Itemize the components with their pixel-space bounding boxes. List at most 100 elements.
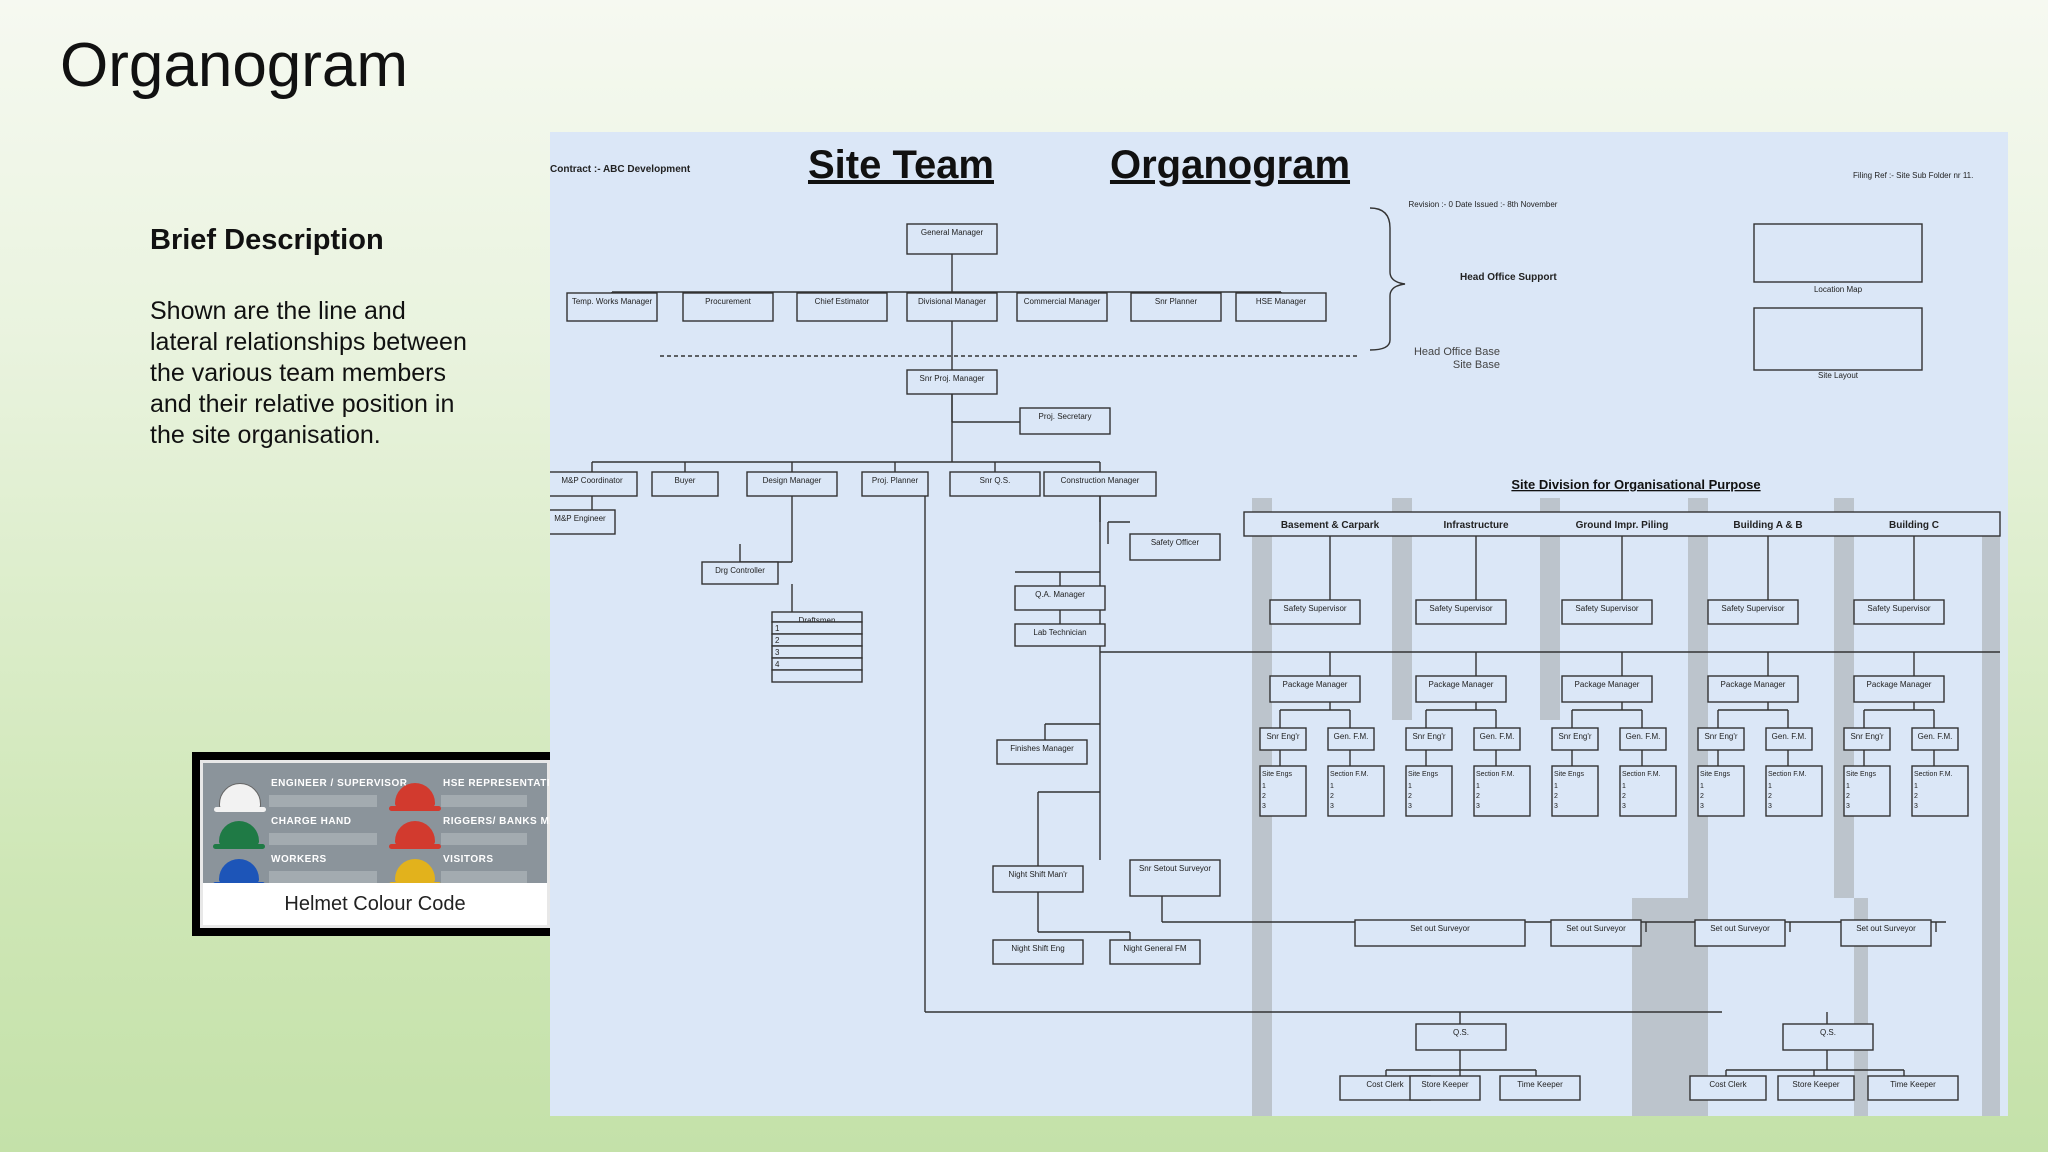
qa-manager-label: Q.A. Manager [1035, 590, 1085, 599]
gen-fm-label: Gen. F.M. [1918, 732, 1953, 741]
role-construction-manager-box [1043, 471, 1157, 497]
helmet-label-riggers: RIGGERS/ BANKS MAN [443, 816, 565, 827]
site-base-label: Site Base [1453, 359, 1500, 371]
gen-fm-box [1473, 727, 1521, 751]
division-stripe [1854, 898, 1868, 1116]
role-chief-estimator-box [796, 292, 888, 322]
sub-row-number: 2 [1262, 793, 1266, 800]
finishes-manager-label: Finishes Manager [1010, 744, 1074, 753]
role-procurement-box [682, 292, 774, 322]
section-fm-box [1327, 765, 1385, 817]
org-title-part1: Site Team [808, 143, 994, 187]
helmet-colour-code-image: ENGINEER / SUPERVISOR HSE REPRESENTATIVE… [192, 752, 564, 936]
contract-label: Contract :- ABC Development [550, 164, 691, 175]
store-keeper-box [1409, 1075, 1481, 1101]
gen-fm-label: Gen. F.M. [1334, 732, 1369, 741]
draftsmen-row [771, 669, 863, 683]
role-m-p-coordinator-label: M&P Coordinator [561, 476, 623, 485]
sub-row-number: 1 [1476, 783, 1480, 790]
gen-fm-label: Gen. F.M. [1772, 732, 1807, 741]
safety-supervisor-label: Safety Supervisor [1721, 604, 1784, 613]
sub-row-number: 1 [1700, 783, 1704, 790]
snr-engr-box [1259, 727, 1307, 751]
gen-fm-box [1911, 727, 1959, 751]
sub-row-number: 2 [1700, 793, 1704, 800]
sub-row-number: 3 [1554, 803, 1558, 810]
sub-row-number: 1 [1914, 783, 1918, 790]
qs-box [1415, 1023, 1507, 1051]
setout-surveyor-box [1840, 919, 1932, 947]
role-m-p-coordinator-box [550, 471, 638, 497]
package-manager-box [1853, 675, 1945, 703]
description-text: Shown are the line and lateral relations… [150, 297, 467, 449]
store-keeper-box [1777, 1075, 1855, 1101]
sub-row-number: 2 [1914, 793, 1918, 800]
snr-proj-manager-box [906, 369, 998, 395]
legend-bar [441, 871, 527, 883]
division-stripe [1540, 498, 1560, 720]
site-engs-box [1843, 765, 1891, 817]
time-keeper-label: Time Keeper [1517, 1080, 1563, 1089]
night-general-fm-box [1109, 939, 1201, 965]
site-engs-box [1697, 765, 1745, 817]
gen-fm-label: Gen. F.M. [1626, 732, 1661, 741]
drg-controller-label: Drg Controller [715, 566, 765, 575]
legend-bar [441, 795, 527, 807]
blue-helmet-icon [213, 859, 265, 887]
finishes-manager-box [996, 739, 1088, 765]
location-map-box [1753, 223, 1923, 283]
role-proj-planner-box [861, 471, 929, 497]
qs-label: Q.S. [1453, 1028, 1469, 1037]
snr-engr-box [1551, 727, 1599, 751]
role-hse-manager-label: HSE Manager [1256, 297, 1307, 306]
helmet-label-engineer: ENGINEER / SUPERVISOR [271, 778, 408, 789]
site-engs-box [1551, 765, 1599, 817]
division-basement-carpark: Basement & Carpark [1281, 520, 1380, 531]
revision-label: Revision :- 0 Date Issued :- 8th Novembe… [1409, 200, 1558, 209]
helmet-label-workers: WORKERS [271, 854, 327, 865]
legend-bar [269, 833, 377, 845]
draftsmen-row-number: 4 [775, 660, 780, 669]
site-engs-label: Site Engs [1554, 771, 1584, 778]
sub-row-number: 3 [1914, 803, 1918, 810]
package-manager-label: Package Manager [1721, 680, 1786, 689]
site-division-title: Site Division for Organisational Purpose [1511, 477, 1760, 492]
section-fm-label: Section F.M. [1330, 771, 1369, 778]
legend-bar [269, 871, 377, 883]
snr-engr-box [1697, 727, 1745, 751]
store-keeper-label: Store Keeper [1792, 1080, 1839, 1089]
time-keeper-box [1867, 1075, 1959, 1101]
head-office-support-label: Head Office Support [1460, 272, 1557, 283]
sub-row-number: 1 [1330, 783, 1334, 790]
snr-engr-label: Snr Eng'r [1704, 732, 1737, 741]
role-chief-estimator-label: Chief Estimator [815, 297, 870, 306]
role-snr-planner-label: Snr Planner [1155, 297, 1198, 306]
package-manager-label: Package Manager [1867, 680, 1932, 689]
safety-supervisor-box [1561, 599, 1653, 625]
safety-supervisor-box [1269, 599, 1361, 625]
setout-surveyor-label: Set out Surveyor [1566, 924, 1626, 933]
proj-secretary-label: Proj. Secretary [1039, 412, 1092, 421]
draftsmen-row-number: 2 [775, 636, 780, 645]
role-buyer-box [651, 471, 719, 497]
night-shift-manager-label: Night Shift Man'r [1009, 870, 1068, 879]
setout-surveyor-label: Set out Surveyor [1856, 924, 1916, 933]
snr-engr-box [1843, 727, 1891, 751]
sub-row-number: 3 [1330, 803, 1334, 810]
snr-setout-surveyor-box [1129, 859, 1221, 897]
snr-engr-label: Snr Eng'r [1266, 732, 1299, 741]
setout-surveyor-box [1694, 919, 1786, 947]
site-engs-box [1259, 765, 1307, 817]
cost-clerk-label: Cost Clerk [1709, 1080, 1747, 1089]
draftsmen-label: Draftsmen [799, 616, 836, 625]
setout-surveyor-box [1354, 919, 1526, 947]
site-engs-label: Site Engs [1700, 771, 1730, 778]
snr-proj-manager-label: Snr Proj. Manager [920, 374, 985, 383]
division-building-a-b: Building A & B [1733, 520, 1802, 531]
helmet-legend: ENGINEER / SUPERVISOR HSE REPRESENTATIVE… [200, 760, 564, 928]
package-manager-box [1561, 675, 1653, 703]
snr-engr-label: Snr Eng'r [1558, 732, 1591, 741]
safety-supervisor-label: Safety Supervisor [1867, 604, 1930, 613]
site-engs-label: Site Engs [1262, 771, 1292, 778]
sub-row-number: 3 [1700, 803, 1704, 810]
